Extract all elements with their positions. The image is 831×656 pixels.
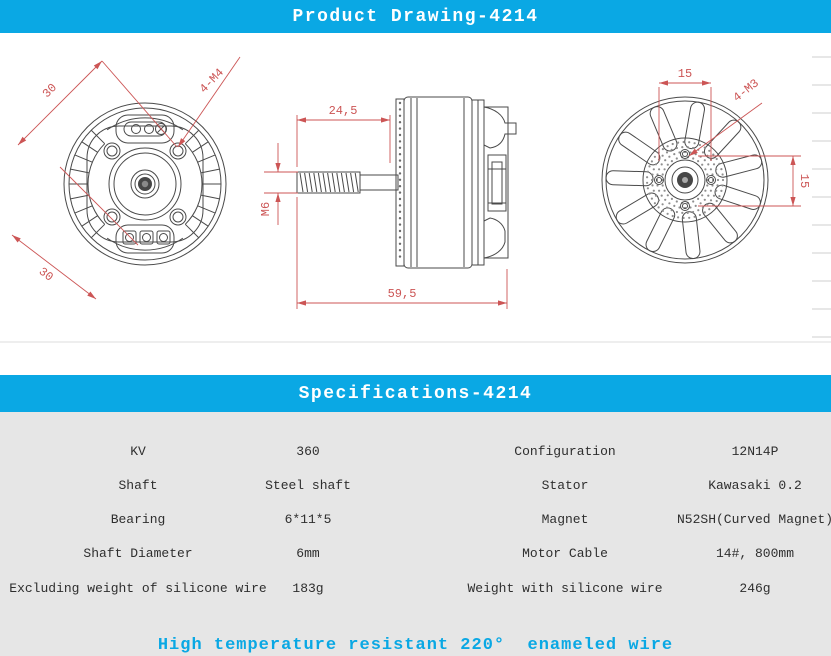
dim-label-30-top: 30 — [40, 81, 60, 101]
dim-label-m6: M6 — [259, 202, 273, 216]
dim-label-24-5: 24,5 — [329, 104, 358, 118]
m4-screw-holes — [103, 142, 187, 226]
spec-value: 360 — [296, 444, 320, 459]
stator-fins — [69, 129, 221, 239]
spec-label: Shaft — [118, 478, 158, 493]
side-view-drawing: 24,5 M6 59,5 — [259, 96, 517, 309]
product-drawing-banner: Product Drawing-4214 — [0, 0, 831, 33]
ruler-ticks — [812, 56, 831, 338]
bell-spoke-slots — [605, 101, 763, 260]
dim-label-15-right: 15 — [797, 174, 811, 188]
table-row: Excluding weight of silicone wire 183g W… — [0, 581, 831, 599]
spec-value: 6mm — [296, 546, 320, 561]
spec-value: Steel shaft — [265, 478, 351, 493]
spec-label: Magnet — [541, 512, 589, 527]
specifications-table: KV 360 Configuration 12N14P Shaft Steel … — [0, 412, 831, 656]
spec-label: Configuration — [514, 444, 616, 459]
dimension-arrowheads — [12, 61, 796, 306]
shaft-threads — [299, 172, 359, 193]
table-row: Shaft Steel shaft Stator Kawasaki 0.2 — [0, 478, 831, 496]
bottom-connector — [115, 224, 175, 254]
spec-value: N52SH(Curved Magnet) — [676, 512, 831, 527]
table-row: Bearing 6*11*5 Magnet N52SH(Curved Magne… — [0, 512, 831, 530]
spec-label: Weight with silicone wire — [467, 581, 663, 596]
side-view-dimensions: 24,5 M6 59,5 — [259, 104, 508, 309]
top-connector — [115, 114, 175, 144]
spec-label: KV — [130, 444, 146, 459]
dim-label-30-bottom: 30 — [36, 265, 56, 285]
dim-label-59-5: 59,5 — [388, 287, 417, 301]
spec-value: 246g — [739, 581, 771, 596]
spec-value: 14#, 800mm — [715, 546, 795, 561]
specifications-title: Specifications-4214 — [298, 384, 533, 404]
rear-view-drawing: 15 15 4-M3 — [601, 67, 811, 264]
spec-value: 12N14P — [731, 444, 779, 459]
technical-drawing: 30 30 4-M4 24,5 — [0, 56, 831, 343]
spec-label: Shaft Diameter — [83, 546, 193, 561]
spec-value: 183g — [292, 581, 324, 596]
spec-value: Kawasaki 0.2 — [708, 478, 802, 493]
bell-rim-knurl — [398, 101, 402, 258]
dim-label-4-m4: 4-M4 — [197, 66, 227, 96]
specifications-banner: Specifications-4214 — [0, 375, 831, 412]
front-view-drawing: 30 30 4-M4 — [11, 56, 241, 300]
m3-screw-holes — [654, 149, 716, 211]
dim-label-4-m3: 4-M3 — [730, 76, 761, 105]
footer-note: High temperature resistant 220° enameled… — [157, 636, 674, 655]
table-row: Shaft Diameter 6mm Motor Cable 14#, 800m… — [0, 546, 831, 564]
spec-label: Stator — [541, 478, 589, 493]
spec-label: Bearing — [110, 512, 166, 527]
spec-value: 6*11*5 — [284, 512, 332, 527]
table-row: KV 360 Configuration 12N14P — [0, 444, 831, 462]
product-drawing-title: Product Drawing-4214 — [292, 7, 539, 27]
spec-label: Excluding weight of silicone wire — [9, 581, 267, 596]
spec-label: Motor Cable — [522, 546, 608, 561]
dim-label-15-top: 15 — [678, 67, 692, 81]
